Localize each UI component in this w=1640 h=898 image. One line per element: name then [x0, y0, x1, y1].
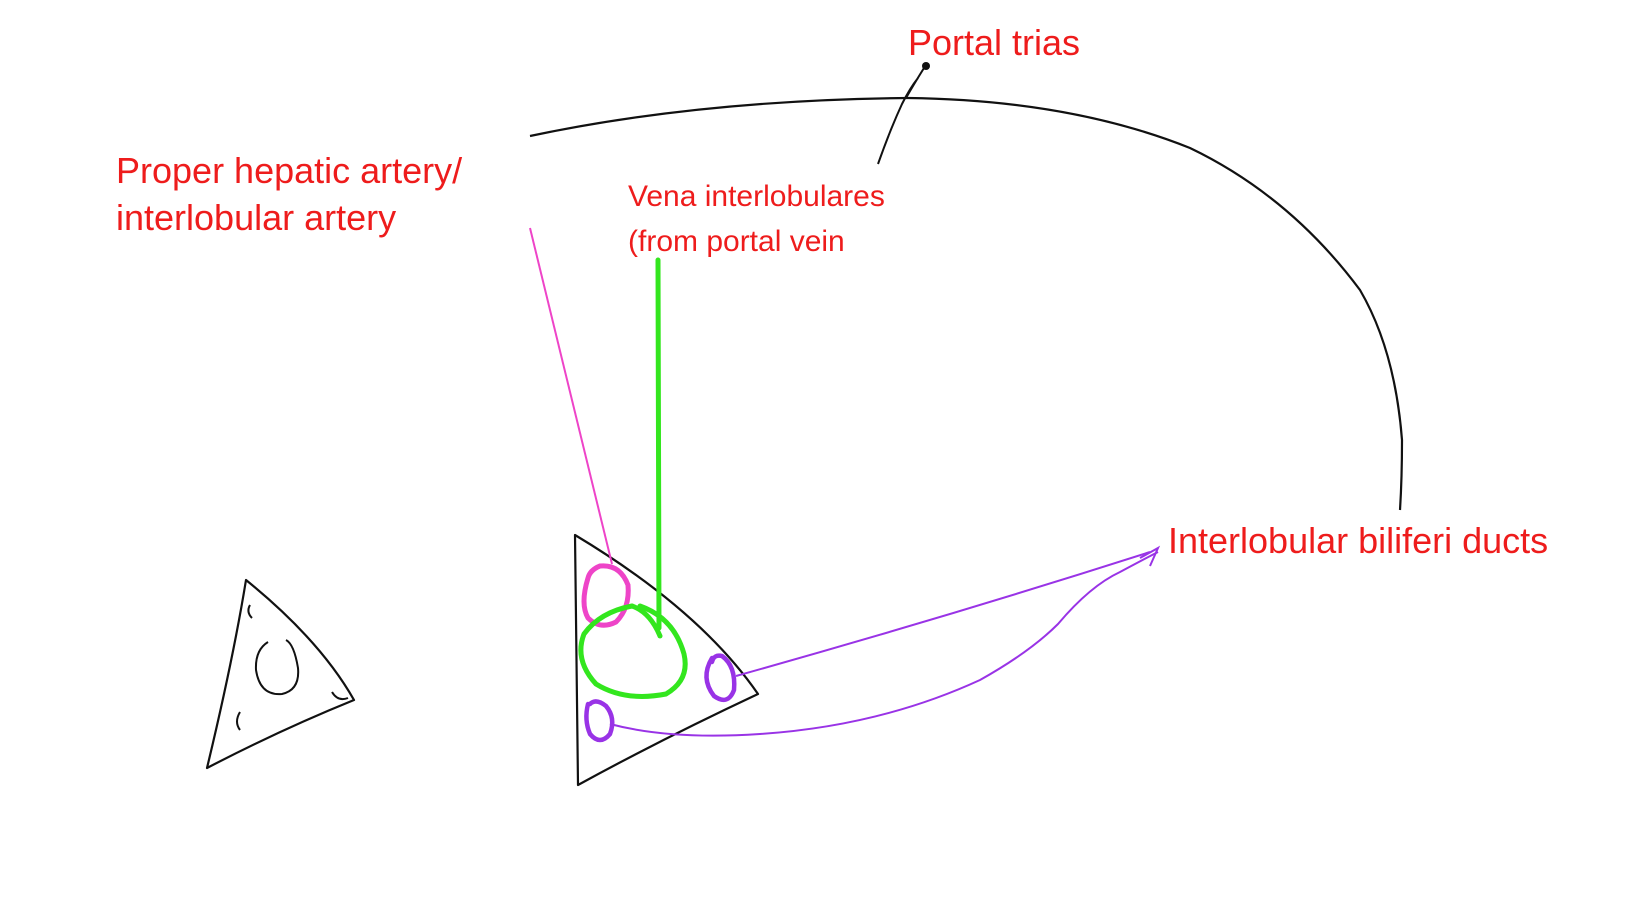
portal-trias-brace	[529, 96, 1404, 511]
duct-leader-tip	[1139, 545, 1161, 567]
large-triad-outline	[573, 533, 760, 787]
small-triad-vessel-top	[247, 604, 253, 619]
portal-vein-connector	[629, 603, 663, 639]
bile-ducts-label: Interlobular biliferi ducts	[1168, 520, 1549, 561]
artery-leader-line	[529, 227, 613, 565]
duct-leader-line-upper	[735, 551, 1151, 677]
small-triad-vessel-large	[254, 639, 300, 696]
small-triad-vessel-bottom	[236, 711, 241, 731]
duct-leader-line-lower	[609, 551, 1159, 737]
portal-trias-pointer-dot	[922, 62, 930, 70]
portal-trias-label: Portal trias	[908, 22, 1081, 63]
vein-leader-line	[655, 257, 662, 631]
small-portal-triad	[205, 578, 356, 770]
portal-vein-vessel	[578, 603, 688, 699]
small-triad-outline	[205, 578, 356, 770]
vena-label: Vena interlobulares (from portal vein	[628, 180, 885, 258]
portal-trias-pointer	[877, 67, 925, 165]
large-portal-triad	[573, 533, 760, 787]
artery-label: Proper hepatic artery/ interlobular arte…	[116, 150, 463, 238]
bile-duct-bottom	[584, 699, 615, 743]
bile-duct-right	[704, 653, 737, 703]
small-triad-vessel-right	[331, 691, 349, 701]
